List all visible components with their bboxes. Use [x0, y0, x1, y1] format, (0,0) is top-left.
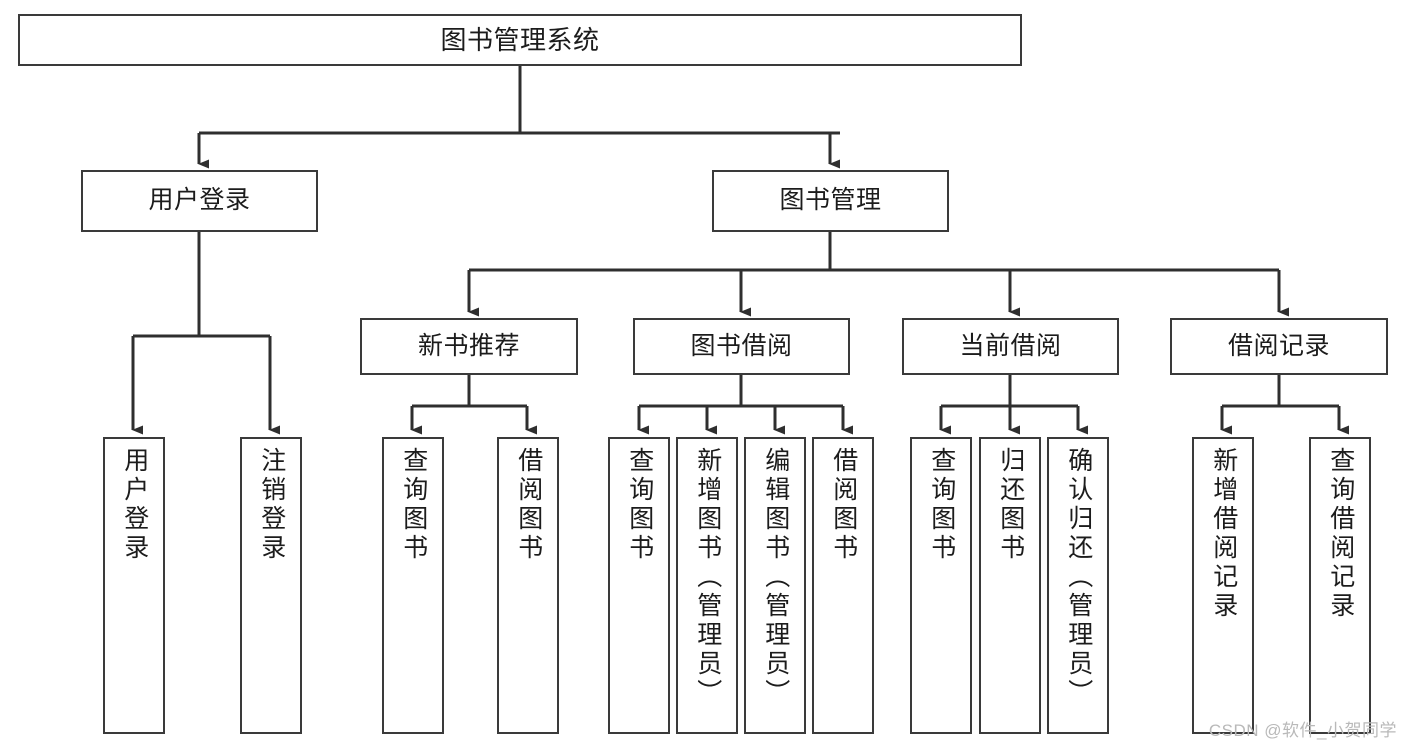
node-leaf-borrow-book-2[interactable]: 借阅图书	[812, 437, 874, 734]
node-label: 编辑图书（管理员）	[761, 447, 790, 708]
node-current-borrow[interactable]: 当前借阅	[902, 318, 1119, 375]
node-label: 借阅图书	[514, 447, 543, 563]
node-label: 查询图书	[399, 447, 428, 563]
node-label: 新增借阅记录	[1209, 447, 1238, 621]
node-label: 图书管理	[779, 186, 882, 215]
watermark-text: CSDN @软件_小贺同学	[1208, 721, 1397, 740]
node-label: 查询图书	[625, 447, 654, 563]
node-label: 查询图书	[927, 447, 956, 563]
node-book-management[interactable]: 图书管理	[712, 170, 949, 232]
node-label: 归还图书	[996, 447, 1025, 563]
node-leaf-query-record[interactable]: 查询借阅记录	[1309, 437, 1371, 734]
node-leaf-user-login[interactable]: 用户登录	[103, 437, 165, 734]
node-leaf-add-record[interactable]: 新增借阅记录	[1192, 437, 1254, 734]
node-leaf-query-book-1[interactable]: 查询图书	[382, 437, 444, 734]
node-label: 查询借阅记录	[1326, 447, 1355, 621]
node-label: 借阅记录	[1227, 331, 1330, 360]
node-label: 新书推荐	[417, 331, 520, 360]
node-leaf-borrow-book-1[interactable]: 借阅图书	[497, 437, 559, 734]
node-label: 用户登录	[120, 447, 149, 563]
node-label: 确认归还（管理员）	[1064, 447, 1093, 708]
node-leaf-logout-login[interactable]: 注销登录	[240, 437, 302, 734]
node-new-book-recommend[interactable]: 新书推荐	[360, 318, 578, 375]
node-label: 注销登录	[257, 447, 286, 563]
node-leaf-query-book-2[interactable]: 查询图书	[608, 437, 670, 734]
node-leaf-return-book[interactable]: 归还图书	[979, 437, 1041, 734]
node-label: 当前借阅	[959, 331, 1062, 360]
node-label: 用户登录	[148, 186, 251, 215]
node-book-borrow[interactable]: 图书借阅	[633, 318, 850, 375]
node-leaf-add-book[interactable]: 新增图书（管理员）	[676, 437, 738, 734]
node-user-login[interactable]: 用户登录	[81, 170, 318, 232]
node-borrow-record[interactable]: 借阅记录	[1170, 318, 1388, 375]
node-label: 图书管理系统	[440, 24, 600, 55]
node-leaf-edit-book[interactable]: 编辑图书（管理员）	[744, 437, 806, 734]
node-root-system[interactable]: 图书管理系统	[18, 14, 1022, 66]
node-leaf-confirm-return[interactable]: 确认归还（管理员）	[1047, 437, 1109, 734]
node-label: 新增图书（管理员）	[693, 447, 722, 708]
node-label: 借阅图书	[829, 447, 858, 563]
node-label: 图书借阅	[690, 331, 793, 360]
node-leaf-query-book-3[interactable]: 查询图书	[910, 437, 972, 734]
